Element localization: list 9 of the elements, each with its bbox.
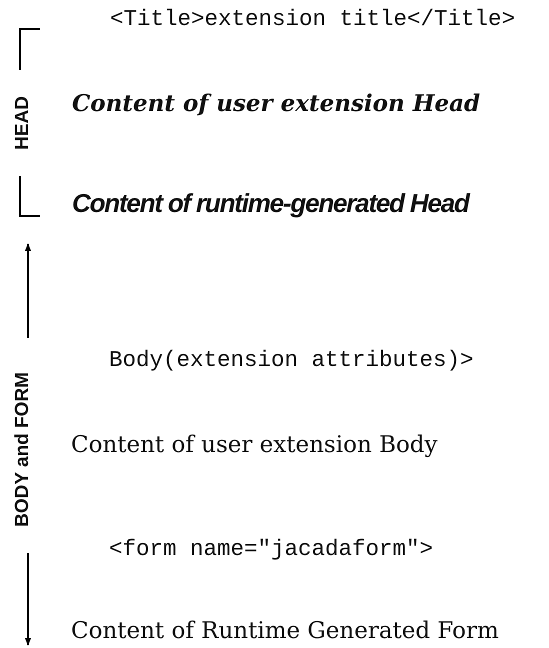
content-label: Content of user extension Body <box>71 434 438 457</box>
code-line: <Title>extension title</Title> <box>110 8 516 30</box>
content-label: Content of runtime-generated Head <box>72 190 469 216</box>
section-label: HEAD <box>13 96 32 150</box>
content-label: Content of Runtime Generated Form <box>71 620 499 643</box>
content-label: Content of user extension Head <box>72 92 480 115</box>
code-line: Body(extension attributes)> <box>109 349 474 372</box>
code-line: <form name=″jacadaform″> <box>109 538 434 560</box>
section-label: BODY and FORM <box>13 372 32 527</box>
